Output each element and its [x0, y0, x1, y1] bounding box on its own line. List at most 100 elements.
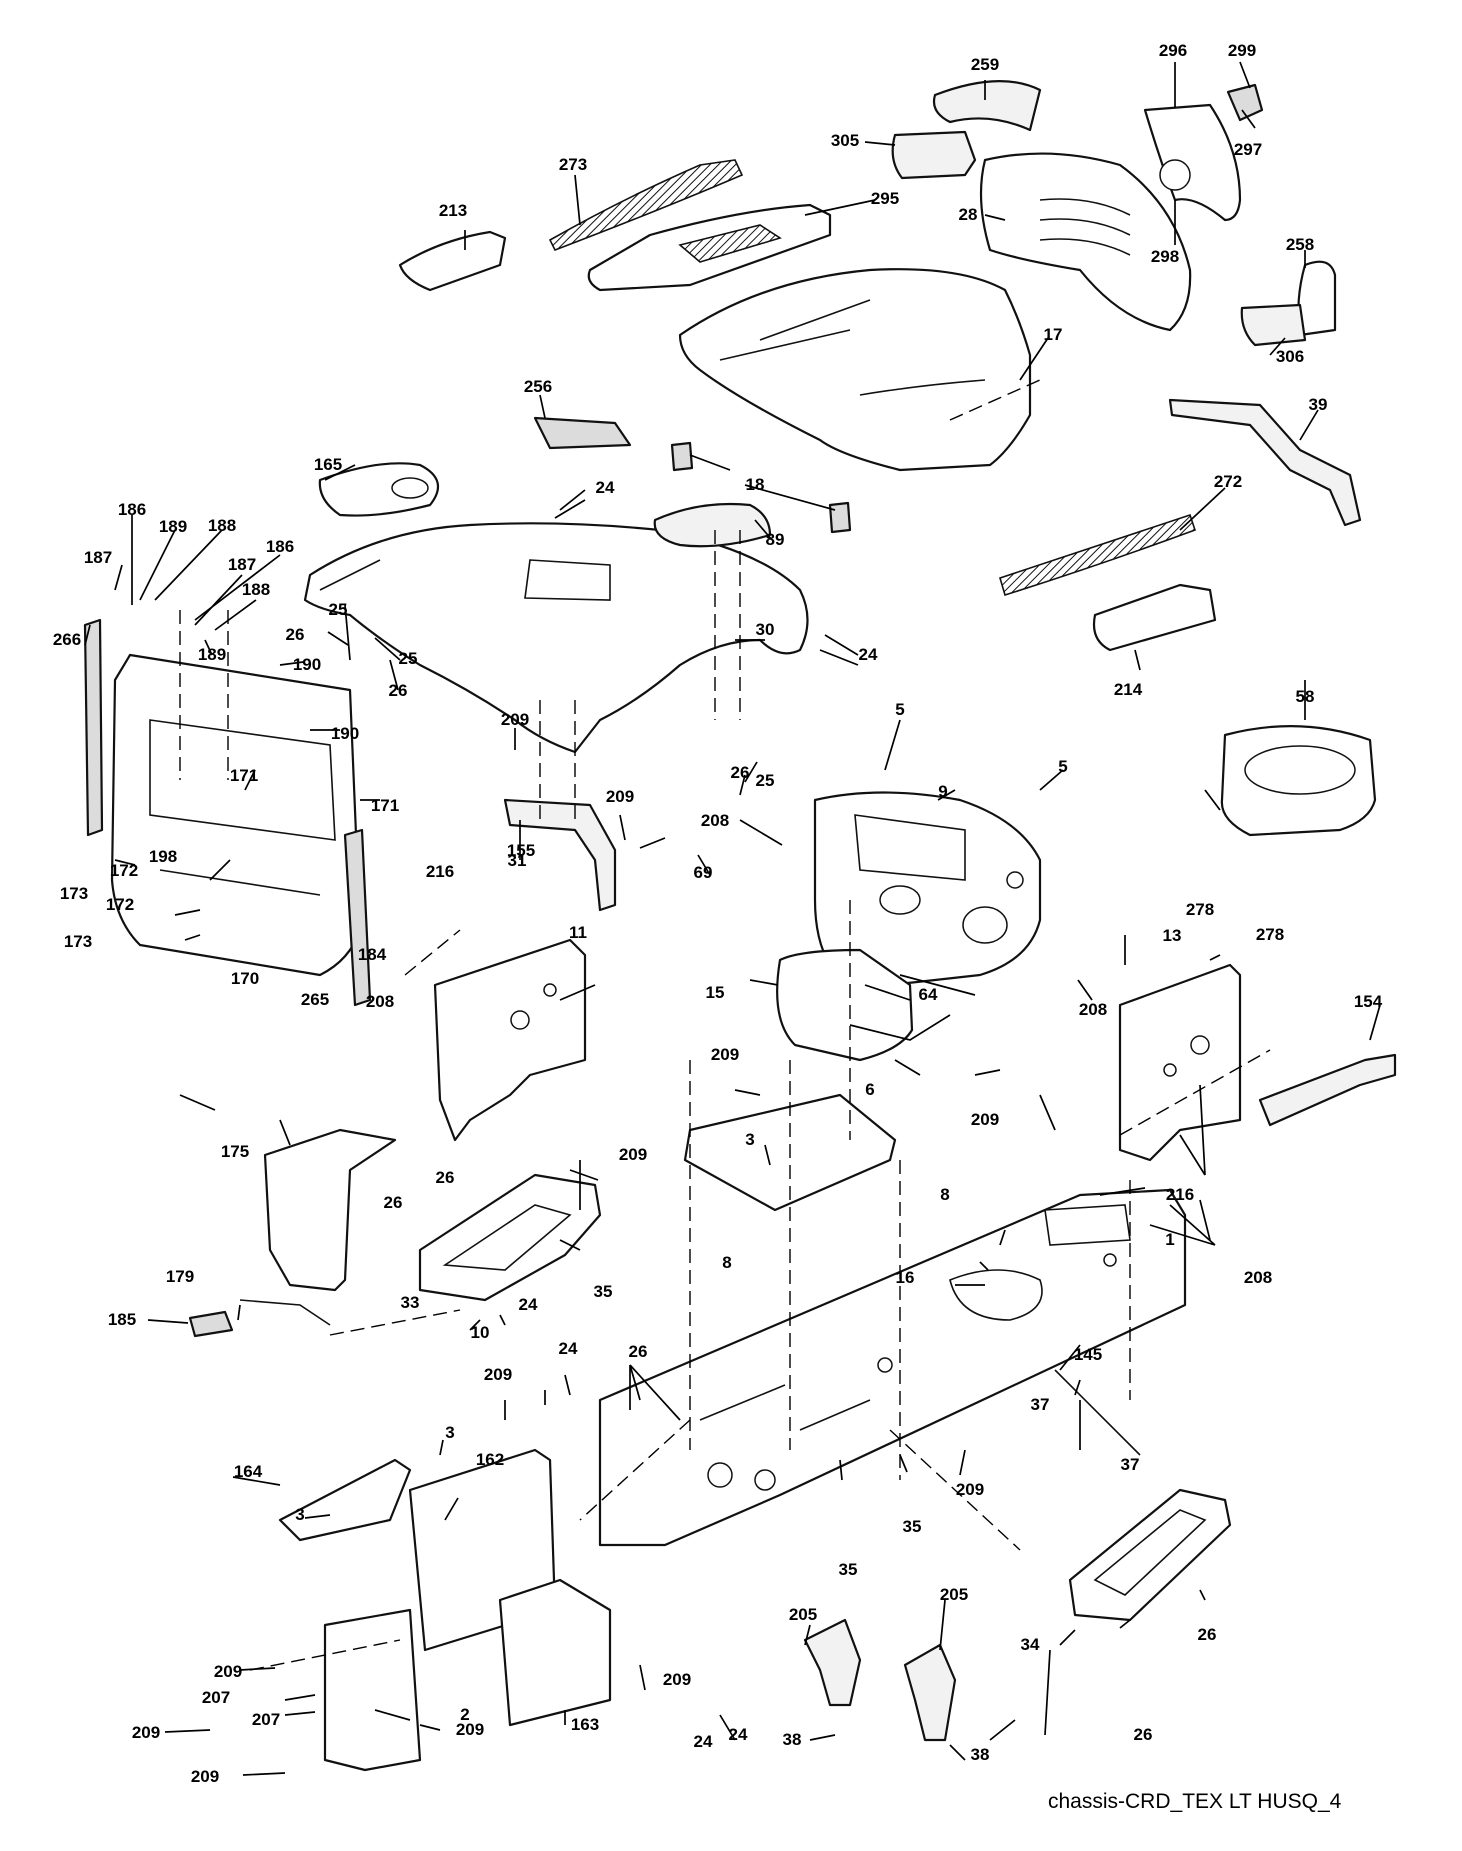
part-266-trim — [83, 618, 104, 837]
callout-label: 298 — [1151, 247, 1179, 266]
callout-label: 205 — [940, 1585, 968, 1604]
callout-label: 38 — [971, 1745, 990, 1764]
callout-label: 171 — [230, 766, 258, 785]
callout-label: 145 — [1074, 1345, 1102, 1364]
callout-label: 26 — [629, 1342, 648, 1361]
callout-label: 38 — [783, 1730, 802, 1749]
part-9-dashboard — [813, 791, 1042, 987]
callout-label: 26 — [389, 681, 408, 700]
callout-label: 173 — [60, 884, 88, 903]
part-164-deflector — [278, 1458, 412, 1542]
callout-label: 2 — [460, 1705, 469, 1724]
callout-label: 209 — [456, 1720, 484, 1739]
callout-label: 8 — [722, 1253, 731, 1272]
part-18-bumper — [670, 441, 694, 472]
part-298-lamp — [1159, 159, 1191, 191]
part-38-bracket-b — [903, 1643, 957, 1742]
callout-label: 10 — [471, 1323, 490, 1342]
callout-label: 208 — [701, 811, 729, 830]
callout-label: 278 — [1256, 925, 1284, 944]
callout-label: 24 — [519, 1295, 538, 1314]
callout-label: 172 — [106, 895, 134, 914]
part-58-seat-base — [1220, 725, 1377, 837]
callout-label: 278 — [1186, 900, 1214, 919]
callout-label: 64 — [919, 985, 938, 1004]
callout-label: 185 — [108, 1310, 136, 1329]
callout-label: 30 — [756, 620, 775, 639]
callout-label: 266 — [53, 630, 81, 649]
part-305-insert — [891, 130, 977, 180]
callout-label: 28 — [959, 205, 978, 224]
part-33-foot-rest — [418, 1173, 602, 1302]
callout-label: 188 — [208, 516, 236, 535]
callout-label: 24 — [729, 1725, 748, 1744]
callout-label: 209 — [191, 1767, 219, 1786]
callout-label: 208 — [366, 992, 394, 1011]
callout-label: 31 — [508, 851, 527, 870]
callout-label: 37 — [1031, 1395, 1050, 1414]
callout-label: 214 — [1114, 680, 1143, 699]
callout-label: 172 — [110, 861, 138, 880]
callout-label: 6 — [865, 1080, 874, 1099]
callout-label: 37 — [1121, 1455, 1140, 1474]
callout-label: 187 — [84, 548, 112, 567]
callout-label: 209 — [214, 1662, 242, 1681]
callout-label: 186 — [266, 537, 294, 556]
part-1-main-frame — [598, 1188, 1187, 1547]
part-39-bracket — [1168, 398, 1362, 527]
callout-label: 209 — [606, 787, 634, 806]
callout-label: 265 — [301, 990, 329, 1009]
callout-label: 208 — [1244, 1268, 1272, 1287]
part-17-hood-body — [678, 268, 1032, 472]
part-306-insert — [1240, 303, 1307, 347]
callout-label: 3 — [745, 1130, 754, 1149]
callout-label: 209 — [711, 1045, 739, 1064]
callout-label: 3 — [445, 1423, 454, 1442]
seat-panel-group — [83, 618, 372, 1007]
callout-label: 216 — [426, 862, 454, 881]
part-165-cup-holder — [318, 462, 440, 517]
part-34-foot-rest — [1068, 1488, 1232, 1622]
part-163-bracket — [498, 1578, 612, 1727]
callout-label: 8 — [940, 1185, 949, 1204]
callout-label: 18 — [746, 475, 765, 494]
callout-label: 39 — [1309, 395, 1328, 414]
part-38-bracket-a — [803, 1618, 862, 1707]
part-31-bracket — [503, 798, 617, 912]
part-179-rod — [239, 1299, 331, 1326]
part-175-pedal-cover — [263, 1128, 397, 1292]
callout-label: 58 — [1296, 687, 1315, 706]
callout-label: 258 — [1286, 235, 1314, 254]
callout-label: 190 — [293, 655, 321, 674]
callout-label: 297 — [1234, 140, 1262, 159]
leader-lines — [84, 61, 1381, 1776]
part-213-side-panel — [398, 230, 507, 292]
assembly-lines — [179, 530, 1271, 1671]
callout-label: 173 — [64, 932, 92, 951]
part-30-fender — [303, 522, 809, 754]
callout-label: 209 — [663, 1670, 691, 1689]
callout-label: 162 — [476, 1450, 504, 1469]
callout-label: 189 — [159, 517, 187, 536]
callout-label: 299 — [1228, 41, 1256, 60]
callout-label: 69 — [694, 863, 713, 882]
callout-label: 205 — [789, 1605, 817, 1624]
callout-label: 179 — [166, 1267, 194, 1286]
callout-label: 155 — [507, 841, 535, 860]
part-145-rod — [1054, 1369, 1141, 1456]
callout-label: 26 — [731, 763, 750, 782]
callout-label: 24 — [596, 478, 615, 497]
callout-label: 207 — [252, 1710, 280, 1729]
callout-label: 208 — [1079, 1000, 1107, 1019]
callout-label: 207 — [202, 1688, 230, 1707]
callout-label: 209 — [484, 1365, 512, 1384]
callout-label: 3 — [295, 1505, 304, 1524]
callout-label: 35 — [903, 1517, 922, 1536]
callout-label: 25 — [329, 600, 348, 619]
callout-label: 11 — [569, 923, 587, 942]
callout-label: 165 — [314, 455, 342, 474]
hood-group — [398, 80, 1337, 472]
callout-label: 198 — [149, 847, 177, 866]
callout-label: 5 — [1058, 757, 1067, 776]
